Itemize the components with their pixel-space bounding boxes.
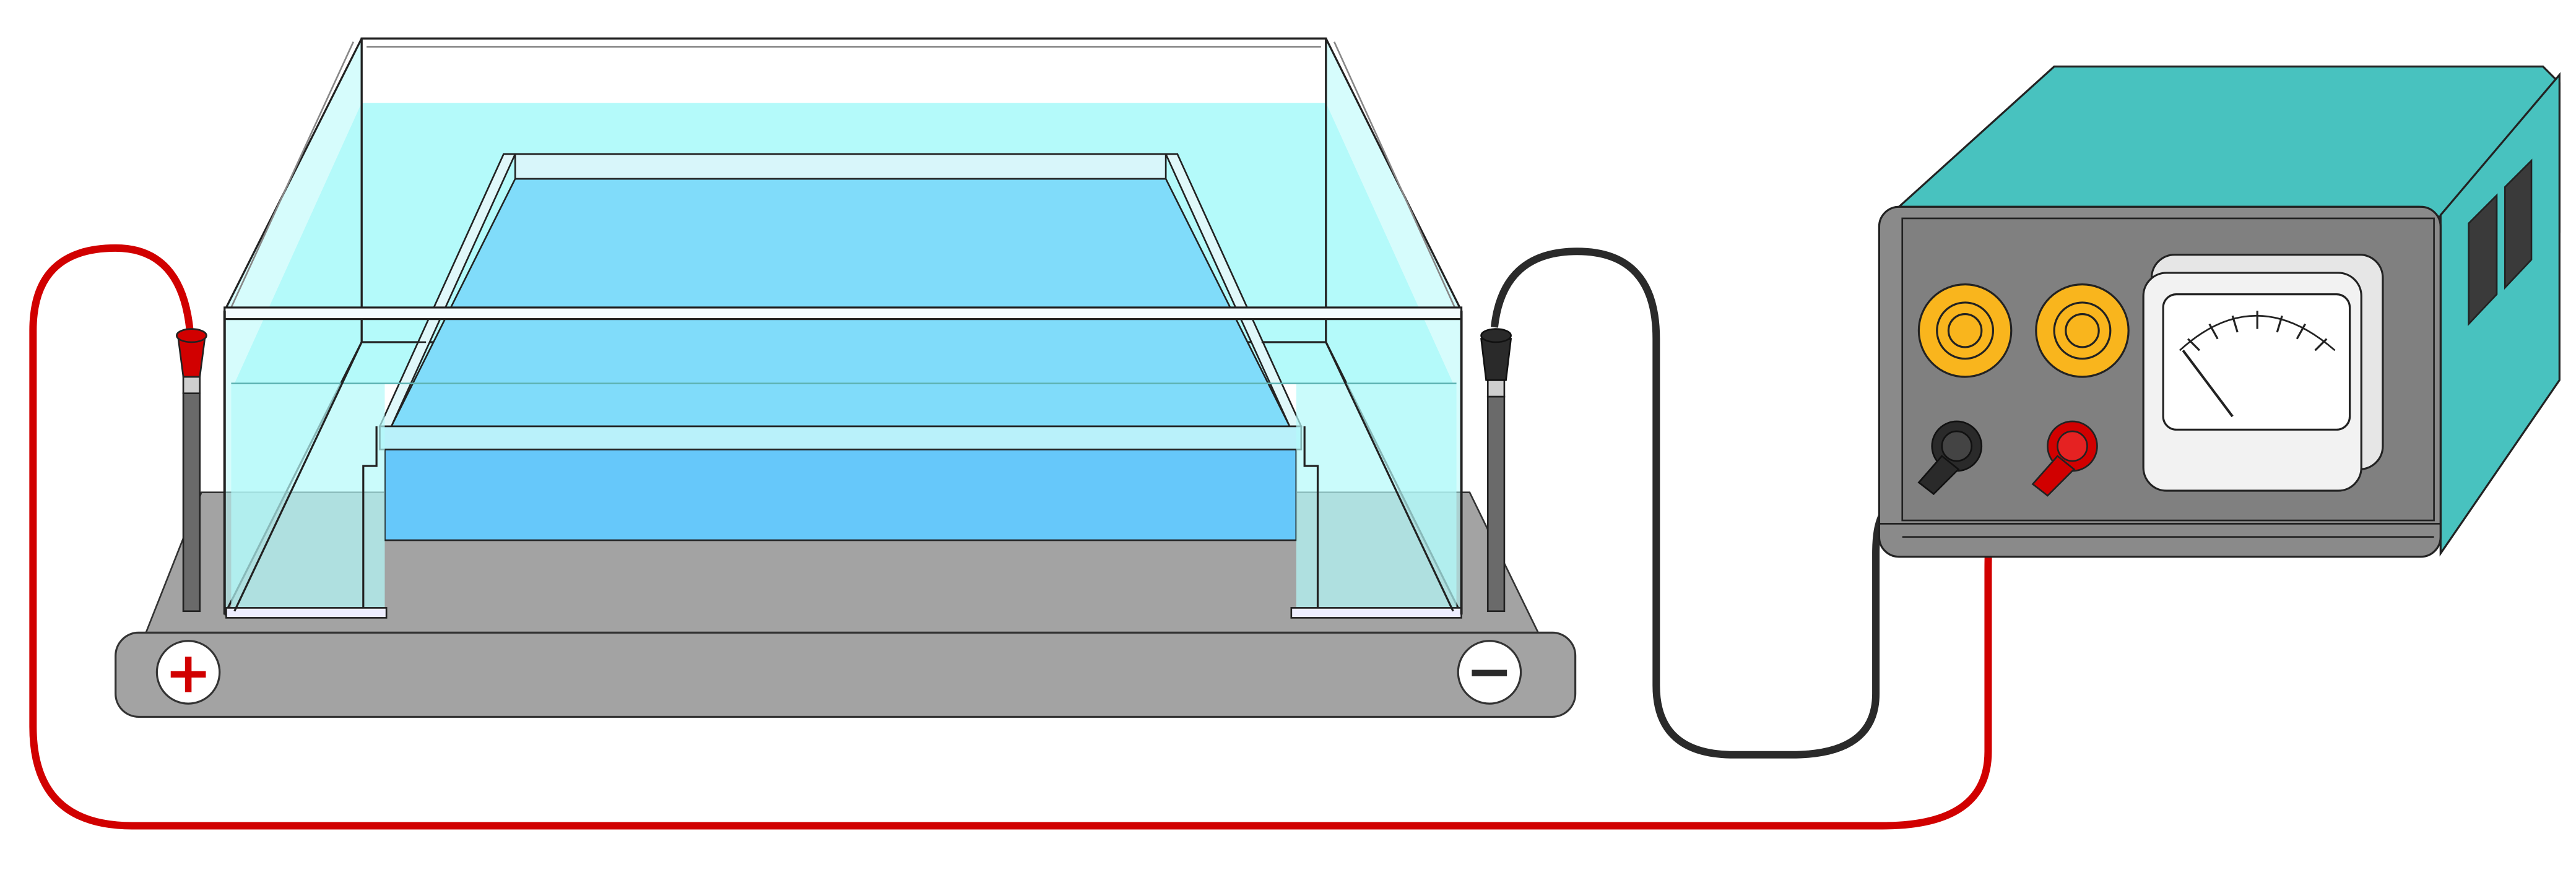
positive-wire <box>29 244 2036 830</box>
vent-slot <box>2504 158 2533 290</box>
tank-front-rim <box>223 306 1463 321</box>
negative-electrode <box>1480 328 1512 613</box>
analog-meter-icon <box>2142 253 2384 492</box>
power-supply <box>1878 65 2561 558</box>
positive-terminal-symbol: + <box>165 640 212 705</box>
negative-terminal: − <box>1457 639 1522 705</box>
meter-needle <box>2182 350 2234 418</box>
negative-wire <box>1490 248 1925 759</box>
positive-terminal: + <box>155 640 221 705</box>
knob-1[interactable] <box>1917 283 2013 378</box>
gel-front-rim <box>379 425 1303 450</box>
knob-2[interactable] <box>2035 283 2130 378</box>
positive-output-plug-icon <box>2031 455 2076 497</box>
gel-back-rim <box>514 153 1167 180</box>
base-plate-front <box>115 631 1577 718</box>
buffer-front-right <box>1296 383 1457 615</box>
gel-top <box>389 178 1291 428</box>
negative-plug-icon <box>1480 338 1512 381</box>
negative-output-plug-icon <box>1917 455 1960 496</box>
gel-front-face <box>384 449 1298 541</box>
positive-electrode <box>176 328 207 613</box>
vent-slot <box>2468 193 2498 326</box>
negative-terminal-symbol: − <box>1466 639 1513 704</box>
positive-plug-icon <box>177 338 206 378</box>
buffer-front-left <box>231 383 385 615</box>
